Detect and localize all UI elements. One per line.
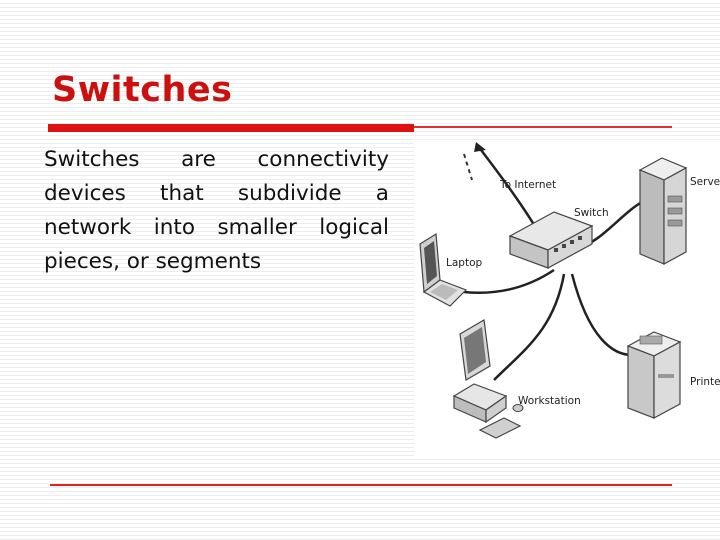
server-device: [638, 157, 688, 266]
title-underline-thin: [414, 126, 672, 128]
internet-dashes: [463, 153, 473, 181]
label-server: Server: [690, 176, 720, 188]
cable-laptop: [463, 268, 555, 295]
footer-rule: [50, 484, 672, 486]
internet-arrow: [474, 142, 486, 152]
label-laptop: Laptop: [446, 257, 482, 269]
body-lead-term: Switches: [44, 147, 140, 172]
title-underline: [48, 124, 414, 132]
laptop-device: [419, 232, 468, 307]
label-workstation: Workstation: [518, 395, 581, 407]
body-description: are connectivity devices that subdivide …: [44, 147, 389, 274]
slide-title: Switches: [52, 70, 233, 110]
cable-workstation: [493, 273, 566, 381]
label-to-internet: To Internet: [499, 179, 556, 191]
cable-printer: [570, 273, 633, 357]
label-switch: Switch: [574, 207, 609, 219]
switch-device: [508, 211, 594, 270]
printer-device: [626, 331, 682, 420]
label-printer: Printer: [690, 376, 720, 388]
network-diagram-svg: To Internet Switch Server Laptop Printer…: [419, 142, 720, 439]
slide-body-text: Switches are connectivity devices that s…: [44, 143, 389, 279]
workstation-device: [452, 319, 524, 439]
network-diagram: To Internet Switch Server Laptop Printer…: [414, 140, 720, 456]
